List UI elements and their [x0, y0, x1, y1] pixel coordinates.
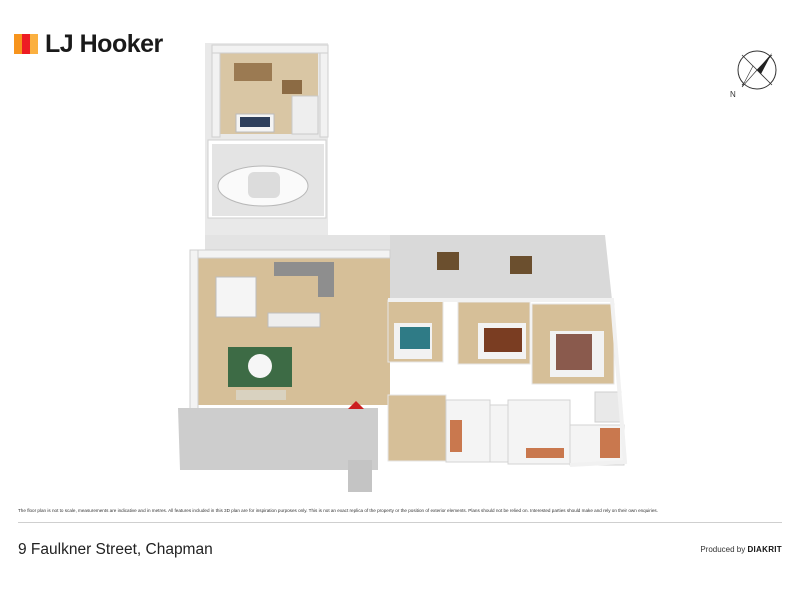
brand-name: LJ Hooker — [45, 30, 163, 58]
produced-by-prefix: Produced by — [700, 545, 748, 554]
producer-brand: DIAKRIT — [747, 545, 782, 554]
garage-block — [205, 43, 329, 250]
lj-hooker-logo: LJ Hooker — [14, 31, 163, 57]
property-address: 9 Faulkner Street, Chapman — [18, 541, 213, 558]
floor-plan — [178, 43, 628, 492]
compass-icon — [737, 50, 777, 90]
footer-divider — [18, 522, 782, 523]
produced-by: Produced by DIAKRIT — [700, 545, 782, 554]
compass-north-label: N — [730, 90, 736, 99]
logo-mark-icon — [14, 34, 38, 54]
main-house — [178, 235, 628, 492]
disclaimer-text: The floor plan is not to scale, measurem… — [18, 508, 658, 513]
